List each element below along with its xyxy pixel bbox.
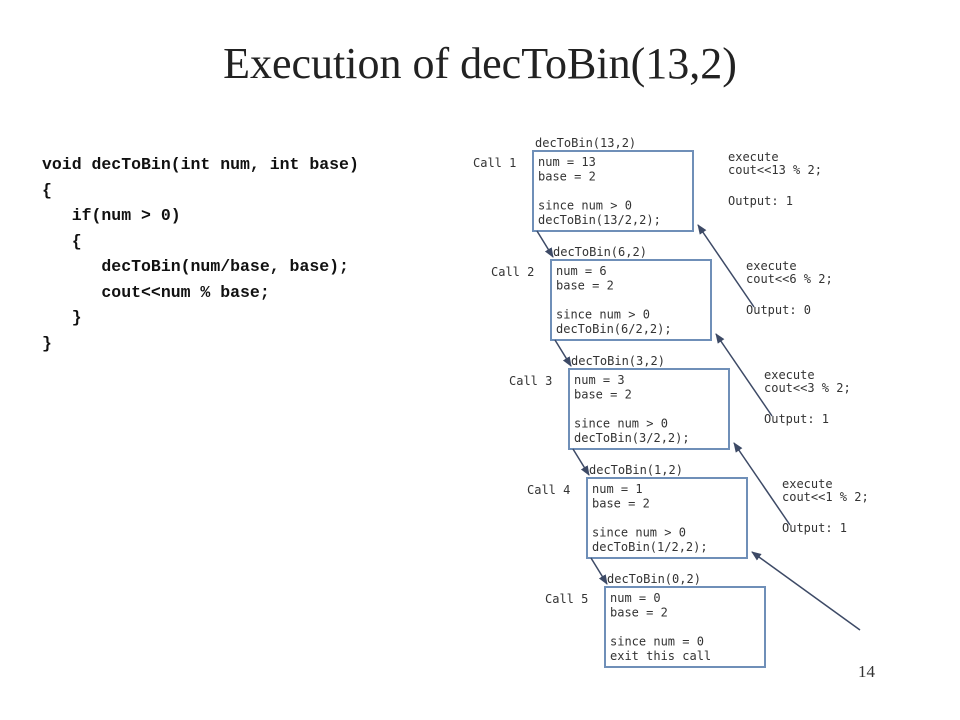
- code-line: decToBin(num/base, base);: [42, 257, 349, 276]
- call-frame-line: since num > 0: [592, 526, 686, 540]
- code-line: }: [42, 308, 82, 327]
- return-arrow: [751, 551, 861, 631]
- call-frame-box: [532, 150, 694, 232]
- output-label: Output: 1: [764, 412, 829, 426]
- output-label: Output: 0: [746, 303, 811, 317]
- call-frame-line: decToBin(3/2,2);: [574, 431, 690, 445]
- call-frame-line: since num > 0: [556, 308, 650, 322]
- return-arrow: [733, 442, 791, 526]
- output-label: Output: 1: [782, 521, 847, 535]
- call-label: Call 5: [545, 592, 588, 606]
- call-frame-line: num = 6: [556, 264, 607, 278]
- call-frame-line: num = 13: [538, 155, 596, 169]
- call-header: decToBin(0,2): [607, 572, 701, 586]
- call-label: Call 2: [491, 265, 534, 279]
- return-arrow: [697, 224, 755, 308]
- call-arrow: [554, 339, 572, 367]
- code-line: {: [42, 180, 52, 200]
- call-arrow: [590, 557, 608, 585]
- call-frame-line: num = 1: [592, 482, 643, 496]
- call-frame-line: base = 2: [592, 497, 650, 511]
- call-frame-line: base = 2: [538, 170, 596, 184]
- call-frame-box: [604, 586, 766, 668]
- code-line: }: [42, 333, 52, 353]
- call-frame-line: base = 2: [574, 388, 632, 402]
- call-frame-line: decToBin(13/2,2);: [538, 213, 661, 227]
- execute-line: cout<<13 % 2;: [728, 163, 822, 177]
- call-frame-box: [550, 259, 712, 341]
- code-block: void decToBin(int num, int base) { if(num…: [42, 152, 359, 356]
- execute-line: cout<<3 % 2;: [764, 381, 851, 395]
- code-line: cout<<num % base;: [42, 282, 270, 302]
- execute-line: cout<<6 % 2;: [746, 272, 833, 286]
- call-frame-line: exit this call: [610, 649, 711, 663]
- slide-title: Execution of decToBin(13,2): [223, 39, 737, 88]
- call-header: decToBin(13,2): [535, 136, 636, 150]
- slide-number: 14: [858, 662, 875, 681]
- execute-line: execute: [746, 259, 797, 273]
- call-frame-line: since num = 0: [610, 635, 704, 649]
- call-frame-box: [568, 368, 730, 450]
- return-arrow: [715, 333, 773, 417]
- execute-line: execute: [782, 477, 833, 491]
- code-line: {: [42, 231, 82, 251]
- call-frame-line: since num > 0: [538, 199, 632, 213]
- execute-line: cout<<1 % 2;: [782, 490, 869, 504]
- call-header: decToBin(3,2): [571, 354, 665, 368]
- code-line: void decToBin(int num, int base): [42, 155, 359, 174]
- call-frame-line: decToBin(6/2,2);: [556, 322, 672, 336]
- execute-line: execute: [728, 150, 779, 164]
- call-frame-line: since num > 0: [574, 417, 668, 431]
- call-frame-line: decToBin(1/2,2);: [592, 540, 708, 554]
- call-frame-line: base = 2: [556, 279, 614, 293]
- execute-line: execute: [764, 368, 815, 382]
- call-arrow: [572, 448, 590, 476]
- call-label: Call 3: [509, 374, 552, 388]
- call-frame-line: num = 3: [574, 373, 625, 387]
- call-label: Call 1: [473, 156, 516, 170]
- code-line: if(num > 0): [42, 206, 181, 225]
- call-header: decToBin(1,2): [589, 463, 683, 477]
- call-frame-box: [586, 477, 748, 559]
- call-arrow: [536, 230, 554, 258]
- output-label: Output: 1: [728, 194, 793, 208]
- call-frame-line: base = 2: [610, 606, 668, 620]
- call-label: Call 4: [527, 483, 570, 497]
- call-header: decToBin(6,2): [553, 245, 647, 259]
- call-frame-line: num = 0: [610, 591, 661, 605]
